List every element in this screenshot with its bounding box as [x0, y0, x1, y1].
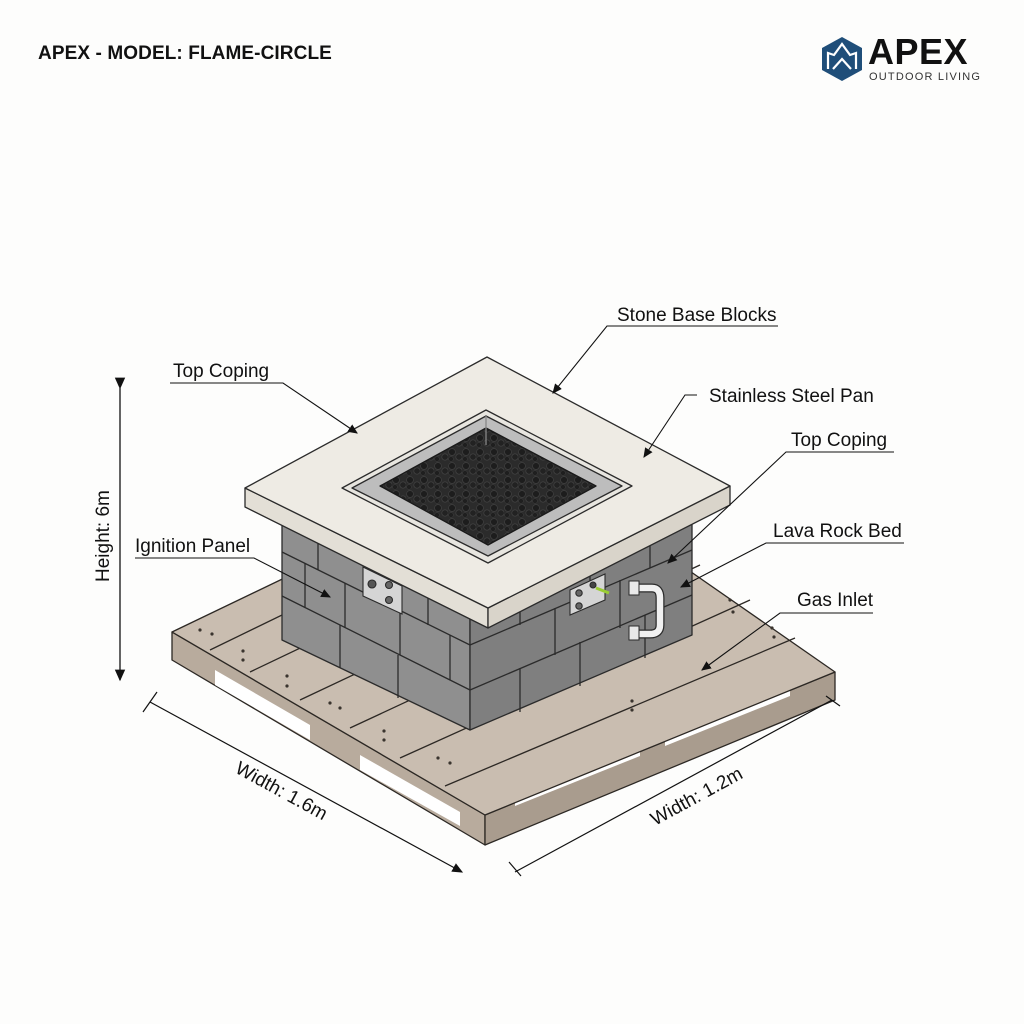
hexagon-a-icon — [822, 37, 862, 81]
top-coping — [244, 356, 731, 629]
callout-gas-inlet — [701, 612, 873, 671]
callout-ignition-panel — [135, 557, 331, 598]
width-left-label: Width: 1.6m — [232, 758, 331, 825]
gas-inlet-pipe — [628, 580, 665, 641]
page-title: APEX - MODEL: FLAME-CIRCLE — [38, 43, 332, 64]
callout-label-ignition-panel: Ignition Panel — [135, 536, 250, 557]
callout-label-top-coping-right: Top Coping — [791, 430, 887, 451]
callout-label-top-coping-left: Top Coping — [173, 361, 269, 382]
height-dimension: Height: 6m — [93, 377, 126, 682]
callout-label-stone-base-blocks: Stone Base Blocks — [617, 305, 776, 326]
callout-label-gas-inlet: Gas Inlet — [797, 590, 874, 611]
brand-name: APEX — [868, 31, 969, 72]
callout-label-lava-rock-bed: Lava Rock Bed — [773, 521, 902, 542]
callout-top-coping-left — [170, 382, 358, 434]
callout-stainless-steel-pan — [643, 394, 697, 458]
brand-logo: APEX OUTDOOR LIVING — [820, 31, 1000, 85]
brand-tagline: OUTDOOR LIVING — [869, 71, 982, 83]
callout-label-stainless-steel-pan: Stainless Steel Pan — [709, 386, 874, 407]
callout-lava-rock-bed — [680, 542, 904, 588]
callout-stone-base-blocks — [552, 325, 778, 394]
ignition-panel-right — [569, 573, 610, 616]
callout-top-coping-right — [667, 451, 894, 564]
ignition-panel-left — [362, 566, 403, 615]
height-label: Height: 6m — [93, 490, 114, 582]
